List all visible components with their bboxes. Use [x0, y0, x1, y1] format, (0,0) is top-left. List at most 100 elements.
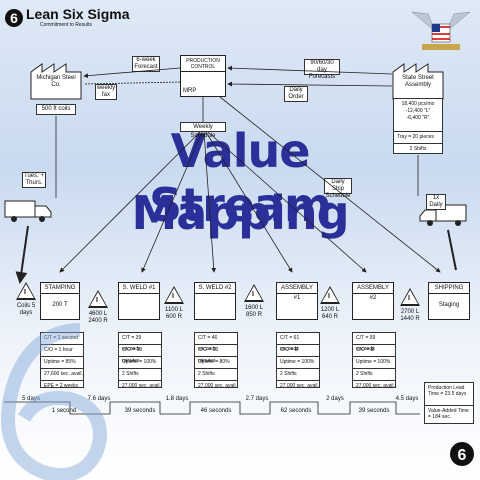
brand-name: Lean Six Sigma: [26, 6, 130, 22]
timeline-upper-5: 2 days: [326, 396, 344, 402]
data-avail: 27,000 sec. avail.: [356, 383, 395, 389]
supplier-ship-schedule: Tues. + Thurs.: [22, 172, 46, 188]
customer-delivery: 1x Daily: [426, 194, 446, 210]
data-uptime: Uptime = 100%: [119, 357, 161, 369]
process-weld-2: S. WELD #2: [194, 282, 236, 320]
data-avail: 27,000 sec. avail.: [122, 383, 161, 389]
timeline-lower-3: 46 seconds: [200, 408, 232, 414]
data-box-assembly-2: C/T = 39 seconds C/O = Ø Uptime = 100% 2…: [352, 332, 396, 389]
six-watermark-icon: [0, 323, 108, 480]
inventory-triangle-coils: I: [16, 282, 36, 300]
timeline-upper-4: 2.7 days: [245, 396, 269, 402]
inventory-assy2-ship: 2700 L 1440 R: [400, 309, 420, 322]
customer-data-box: 18,400 pcs/mo -12,400 "L" -6,400 "R" Tra…: [393, 98, 443, 154]
supplier-factory-icon: [30, 63, 82, 100]
data-co: C/O = Ø: [277, 345, 319, 357]
data-box-weld-2: C/T = 46 seconds C/O = 10 minutes Uptime…: [194, 332, 238, 389]
data-avail: 27,600 sec. avail.: [41, 369, 83, 381]
timeline-upper-2: 7.6 days: [87, 396, 111, 402]
data-co: C/O = 10 minutes: [195, 345, 237, 364]
brand-tagline: Commitment to Results: [40, 22, 92, 28]
customer-demand: 18,400 pcs/mo -12,400 "L" -6,400 "R": [394, 99, 442, 132]
data-ct: C/T = 1 second: [41, 333, 83, 345]
data-co: C/O = 1 hour: [41, 345, 83, 357]
data-ct: C/T = 39 seconds: [353, 333, 395, 352]
timeline-lower-2: 39 seconds: [124, 408, 156, 414]
data-epe: EPE = 2 weeks: [44, 383, 79, 389]
timeline-lower-1: 1 second: [51, 408, 77, 414]
svg-text:6: 6: [458, 447, 467, 464]
data-ct: C/T = 46 seconds: [195, 333, 237, 352]
process-count: Staging: [438, 302, 460, 308]
process-name: S. WELD #2: [195, 283, 235, 294]
brand-logo: 6 Lean Six Sigma Commitment to Results: [4, 4, 129, 32]
inventory-triangle-3: I: [244, 284, 264, 302]
data-shifts: 2 Shifts: [277, 369, 319, 381]
process-assembly-2: ASSEMBLY #2: [352, 282, 394, 320]
production-control-title: PRODUCTION CONTROL: [181, 56, 225, 72]
process-name: ASSEMBLY #1: [277, 283, 317, 301]
process-name: ASSEMBLY #2: [353, 283, 393, 301]
process-name: STAMPING: [41, 283, 79, 294]
lead-time-label: Production Lead Time: [428, 385, 465, 397]
data-shifts: 2 Shifts: [353, 369, 395, 381]
timeline-upper-6: 4.5 days: [395, 396, 419, 402]
timeline-lower-5: 39 seconds: [358, 408, 390, 414]
customer-tray: Tray = 20 pieces: [394, 132, 442, 144]
production-control-box: PRODUCTION CONTROL MRP: [180, 55, 226, 97]
daily-ship-schedule: Daily Ship Schedule: [324, 178, 352, 199]
data-avail: 27,000 sec. avail.: [198, 383, 237, 389]
weekly-fax: weekly fax: [95, 84, 117, 100]
data-uptime: Uptime = 100%: [277, 357, 319, 369]
data-co: C/O = 10 minutes: [119, 345, 161, 364]
supplier-qty: 500 ft coils: [36, 104, 76, 115]
inventory-coils: Coils 5 days: [16, 303, 36, 316]
inventory-stamp-weld1: 4600 L 2400 R: [88, 311, 108, 324]
value-added-label: Value-Added Time: [428, 408, 469, 414]
inventory-triangle-1: I: [88, 290, 108, 308]
timeline-upper-1: 5 days: [22, 396, 40, 402]
customer-demand-total: 18,400 pcs/mo: [401, 101, 435, 107]
inventory-triangle-4: I: [320, 286, 340, 304]
customer-demand-r: -6,400 "R": [406, 115, 430, 121]
six-corner-logo-icon: 6: [450, 442, 474, 466]
data-uptime: Uptime = 85%: [41, 357, 83, 369]
supplier-name: Michigan Steel Co.: [36, 75, 76, 88]
six-week-forecast: 6-week Forecast: [132, 56, 160, 72]
timeline-line: [4, 401, 420, 415]
customer-name: State Street Assembly: [402, 75, 434, 88]
inventory-weld1-weld2: 1100 L 600 R: [165, 307, 183, 320]
data-shifts: 2 Shifts: [119, 369, 161, 381]
supplier-truck-icon: [4, 200, 52, 222]
inventory-triangle-2: I: [164, 286, 184, 304]
data-box-stamping: C/T = 1 second C/O = 1 hour Uptime = 85%…: [40, 332, 84, 389]
data-uptime: Uptime = 80%: [195, 357, 237, 369]
data-box-weld-1: C/T = 39 seconds C/O = 10 minutes Uptime…: [118, 332, 162, 389]
customer-factory-icon: [392, 63, 444, 100]
lead-time-row: Production Lead Time = 23.5 days: [425, 383, 473, 406]
inventory-triangle-5: I: [400, 288, 420, 306]
process-name: SHIPPING: [429, 283, 469, 294]
mrp-label: MRP: [183, 88, 197, 94]
value-added-value: = 184 sec.: [428, 414, 452, 420]
process-shipping: SHIPPING Staging: [428, 282, 470, 320]
value-added-row: Value-Added Time = 184 sec.: [425, 406, 473, 426]
lead-time-value: = 23.5 days: [440, 391, 467, 397]
process-count: 200 T: [52, 302, 68, 308]
six-logo-icon: 6: [5, 9, 23, 27]
process-weld-1: S. WELD #1: [118, 282, 160, 320]
data-ct: C/T = 39 seconds: [119, 333, 161, 352]
data-ct: C/T = 61 seconds: [277, 333, 319, 352]
title-line-2: Mapping: [131, 186, 349, 240]
process-assembly-1: ASSEMBLY #1: [276, 282, 318, 320]
process-name: S. WELD #1: [119, 283, 159, 294]
lead-time-box: Production Lead Time = 23.5 days Value-A…: [424, 382, 474, 424]
data-avail: 27,000 sec. avail.: [280, 383, 319, 389]
svg-text:6: 6: [10, 10, 18, 26]
process-stamping: STAMPING 200 T: [40, 282, 80, 320]
customer-demand-l: -12,400 "L": [405, 108, 431, 114]
weekly-schedule: Weekly Schedule: [180, 122, 226, 139]
timeline-lower-4: 62 seconds: [280, 408, 312, 414]
inventory-weld2-assy1: 1600 L 850 R: [244, 305, 264, 318]
